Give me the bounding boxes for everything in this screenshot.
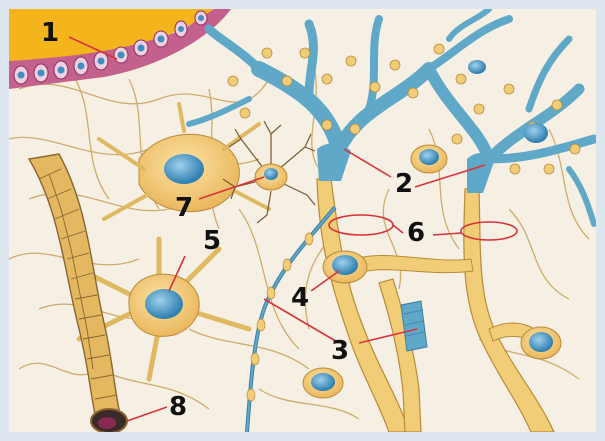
glia-illustration: 1 2 3 4 5 6 7 8 (9, 9, 596, 432)
oligodendrocyte-nucleus (468, 60, 486, 74)
axon-bridge (354, 255, 473, 273)
myelin-cap-left (317, 143, 351, 181)
label-7: 7 (175, 193, 193, 223)
myelin-cap-right (467, 153, 495, 193)
node-ring-left (329, 215, 393, 235)
label-6: 6 (407, 218, 425, 248)
schwann-cell-right (521, 327, 561, 359)
label-5: 5 (203, 226, 221, 256)
label-1: 1 (41, 18, 59, 48)
label-4: 4 (291, 283, 309, 313)
glia-diagram: 1 2 3 4 5 6 7 8 (9, 9, 596, 432)
label-2: 2 (395, 169, 413, 199)
glial-cell-small (411, 145, 447, 173)
label-3: 3 (331, 336, 349, 366)
glial-cell-bottom (303, 368, 343, 398)
oligodendrocyte-nucleus (524, 123, 548, 143)
oligodendrocyte-branches (189, 9, 594, 224)
label-8: 8 (169, 392, 187, 422)
